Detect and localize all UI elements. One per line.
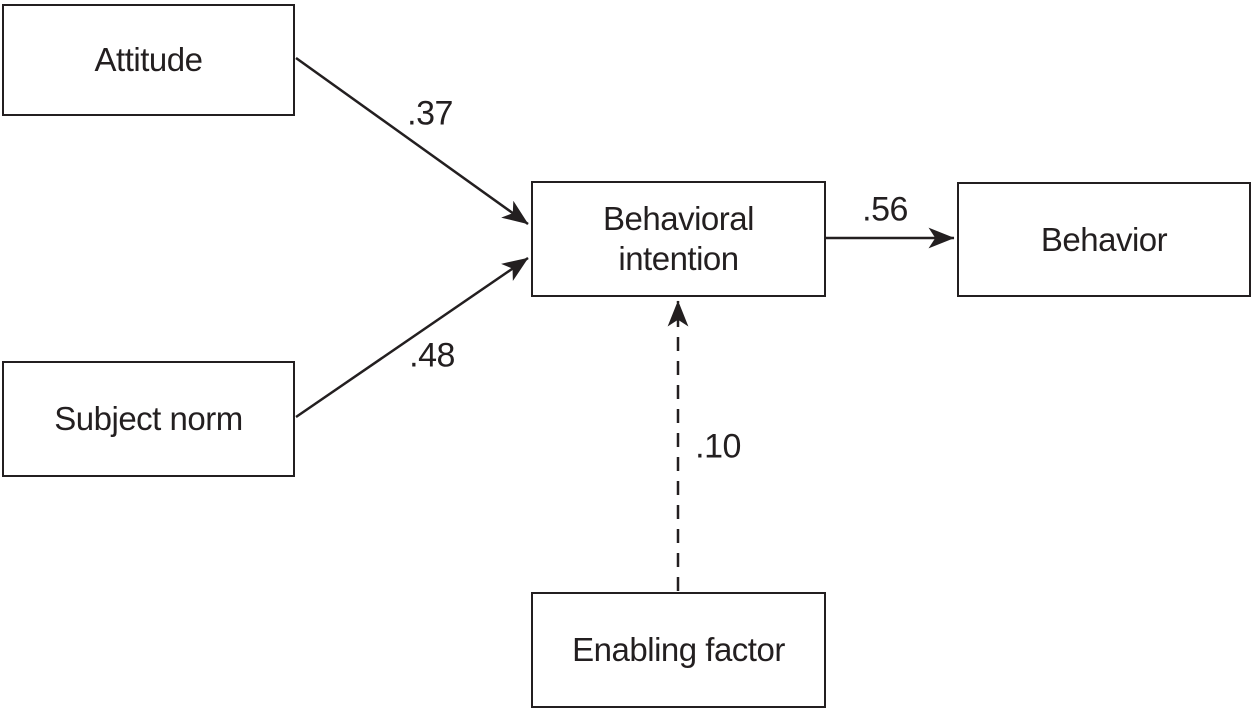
coefficient-subject-norm-to-intention: .48 bbox=[409, 336, 455, 375]
node-enabling-factor-label: Enabling factor bbox=[572, 631, 785, 669]
node-behavior: Behavior bbox=[957, 182, 1251, 297]
node-enabling-factor: Enabling factor bbox=[531, 592, 826, 708]
node-subject-norm: Subject norm bbox=[2, 361, 295, 477]
node-behavioral-intention: Behavioral intention bbox=[531, 181, 826, 297]
coefficient-attitude-to-intention: .37 bbox=[407, 94, 453, 133]
coefficient-intention-to-behavior: .56 bbox=[862, 190, 908, 229]
node-behavior-label: Behavior bbox=[1040, 220, 1168, 258]
arrow-attitude-to-intention bbox=[295, 56, 529, 226]
node-subject-norm-label: Subject norm bbox=[54, 400, 243, 438]
node-behavioral-intention-label: Behavioral intention bbox=[603, 200, 754, 277]
node-attitude-label: Attitude bbox=[94, 41, 203, 79]
coefficient-enabling-factor-to-intention: .10 bbox=[695, 427, 741, 466]
node-attitude: Attitude bbox=[2, 4, 295, 116]
